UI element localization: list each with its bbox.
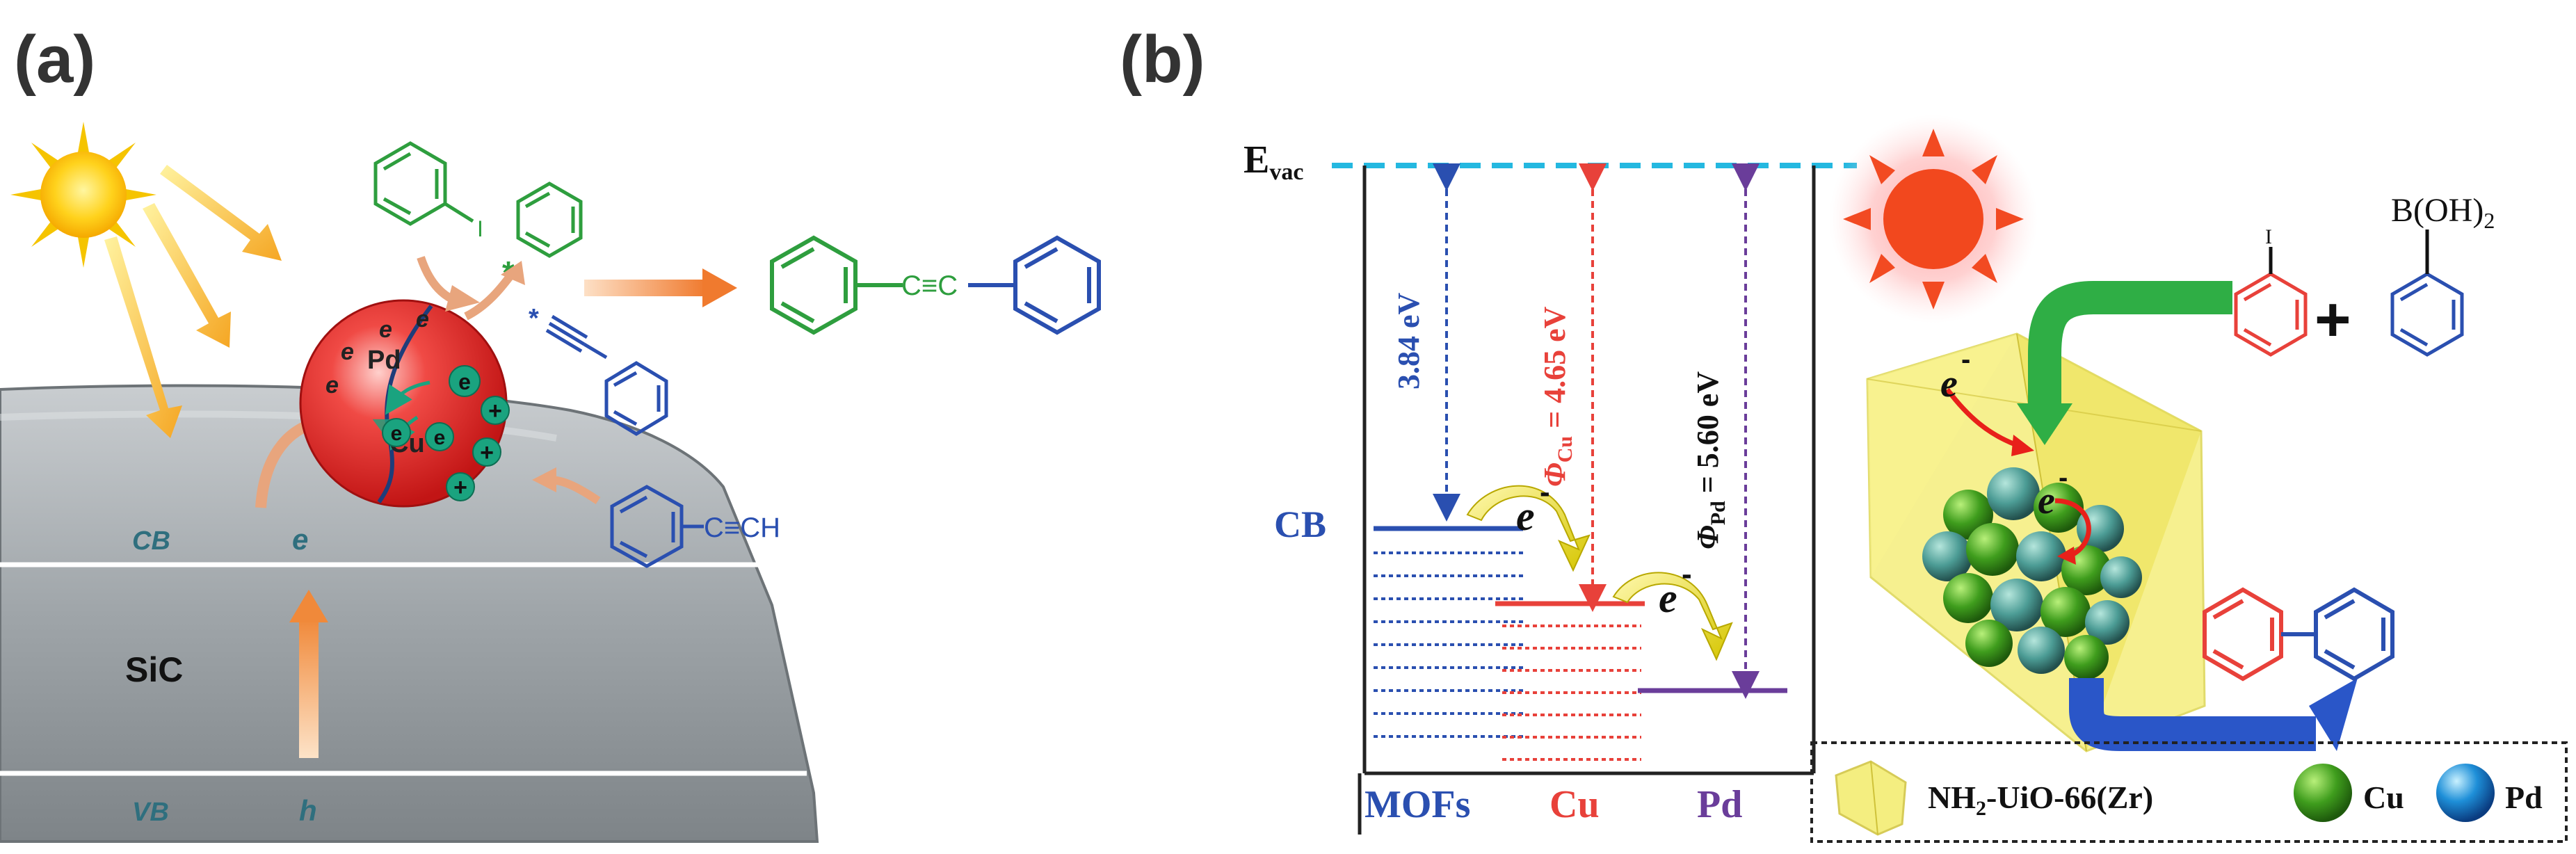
iodo-label: I <box>477 216 483 241</box>
phenylboronic-acid <box>2390 229 2464 357</box>
excitation-arrow <box>299 619 319 758</box>
electron-flow-arrows <box>1466 485 1733 661</box>
panel-a-label: (a) <box>14 22 95 97</box>
mof-levels <box>1374 526 1523 738</box>
reactant-in-arrow <box>2028 281 2232 410</box>
cu-pd-cluster <box>1922 467 2142 679</box>
surface-h-label: h <box>299 794 317 827</box>
plus-sign: + <box>2315 285 2351 355</box>
iodobenzene-b <box>2234 247 2308 357</box>
electron-badges: e e e + + + <box>382 365 510 501</box>
cu-workfunction-label: ΦCu = 4.65 eV <box>1538 306 1577 487</box>
pd-cu-particle: e e e Pd e Cu e e e + + + <box>299 299 510 508</box>
panel-a: (a) <box>0 22 1101 843</box>
legend-mof-label: NH2-UiO-66(Zr) <box>1928 780 2153 820</box>
light-beams <box>104 165 282 438</box>
legend-cu-icon <box>2294 764 2352 822</box>
vb-label: VB <box>132 798 169 827</box>
legend-pd-icon <box>2436 764 2495 822</box>
badge-e-2: e <box>391 422 403 445</box>
iodo-label-b: I <box>2265 225 2272 248</box>
panel-b-label: (b) <box>1120 22 1205 97</box>
badge-plus-1: + <box>488 398 502 424</box>
sic-label: SiC <box>125 650 183 689</box>
sic-surface <box>0 384 819 843</box>
biphenyl-product <box>2203 587 2394 682</box>
cu-bottom-label: Cu <box>1549 783 1600 826</box>
particle-e-4: e <box>325 372 339 398</box>
phenylethynyl-radical <box>545 314 668 436</box>
particle-e-1: e <box>341 339 354 365</box>
panel-b: (b) Evac 3.84 eV ΦCu = 4.65 eV ΦPd = 5.6… <box>1120 22 2568 843</box>
pd-label: Pd <box>367 346 401 375</box>
badge-e-3: e <box>434 426 446 449</box>
red-sun-icon <box>1829 115 2038 323</box>
particle-e-2: e <box>379 316 392 343</box>
evac-label: Evac <box>1243 138 1303 185</box>
sun-icon <box>10 122 156 268</box>
mofs-label: MOFs <box>1365 783 1470 826</box>
surface-e-label: e <box>292 523 308 556</box>
mof-energy-label: 3.84 eV <box>1392 292 1426 389</box>
electron-3-sign: - <box>1961 344 1970 375</box>
cb-label: CB <box>132 526 170 556</box>
electron-2-sign: - <box>1682 557 1692 591</box>
legend: NH2-UiO-66(Zr) Cu Pd <box>1810 741 2568 843</box>
legend-pd-label: Pd <box>2505 780 2543 815</box>
iodobenzene <box>373 141 474 226</box>
legend-octahedron-icon <box>1835 760 1907 836</box>
electron-4-sign: - <box>2059 462 2068 493</box>
badge-e-1: e <box>458 369 471 394</box>
pd-bottom-label: Pd <box>1697 783 1742 826</box>
boronic-label: B(OH)2 <box>2391 192 2495 233</box>
phenylacetylene <box>610 485 704 568</box>
product-out-arrow <box>2069 678 2316 751</box>
electron-4: e <box>2038 479 2055 522</box>
reaction-arrow <box>584 280 706 296</box>
phenyl-radical <box>516 182 583 258</box>
ethynyl-label: C≡CH <box>704 513 780 543</box>
cb-label-b: CB <box>1274 503 1326 545</box>
badge-plus-3: + <box>453 474 467 501</box>
electron-2: e <box>1659 575 1677 621</box>
electron-3: e <box>1940 362 1958 405</box>
product-bond-label: C≡C <box>901 271 958 301</box>
diphenylacetylene-product <box>770 235 1101 335</box>
pd-workfunction-label: ΦPd = 5.60 eV <box>1691 371 1730 549</box>
electron-1: e <box>1516 493 1535 539</box>
electron-1-sign: - <box>1540 475 1550 509</box>
particle-e-3: e <box>416 306 429 332</box>
badge-plus-2: + <box>480 440 494 466</box>
cu-levels <box>1495 601 1645 761</box>
legend-cu-label: Cu <box>2363 780 2404 815</box>
alkyne-radical-star: * <box>529 304 539 333</box>
